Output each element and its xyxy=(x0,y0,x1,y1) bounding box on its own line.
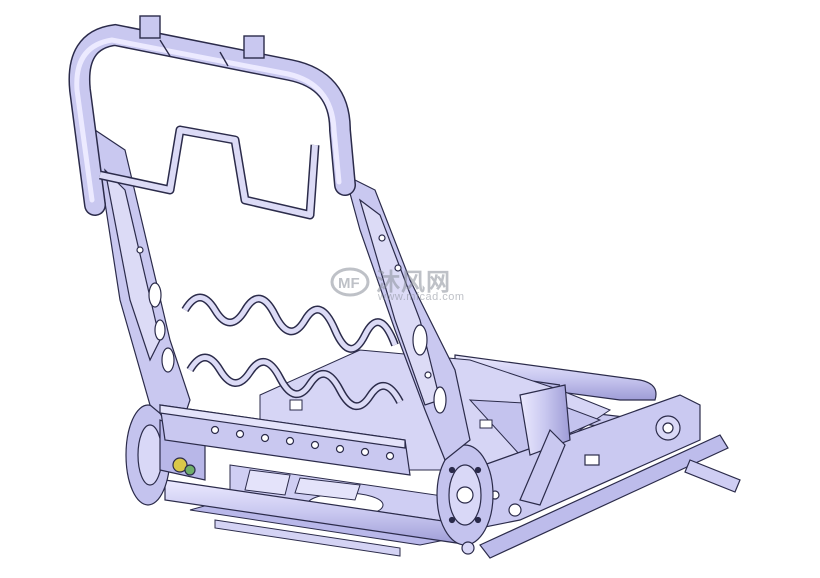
backrest-right-plate xyxy=(344,173,471,461)
lumbar-wire xyxy=(99,125,320,220)
right-recliner xyxy=(436,444,494,555)
backrest-lower-beam xyxy=(159,404,411,476)
right-side-mechanism xyxy=(469,384,741,559)
sinuous-springs xyxy=(181,293,404,410)
backrest-tube xyxy=(68,15,356,216)
